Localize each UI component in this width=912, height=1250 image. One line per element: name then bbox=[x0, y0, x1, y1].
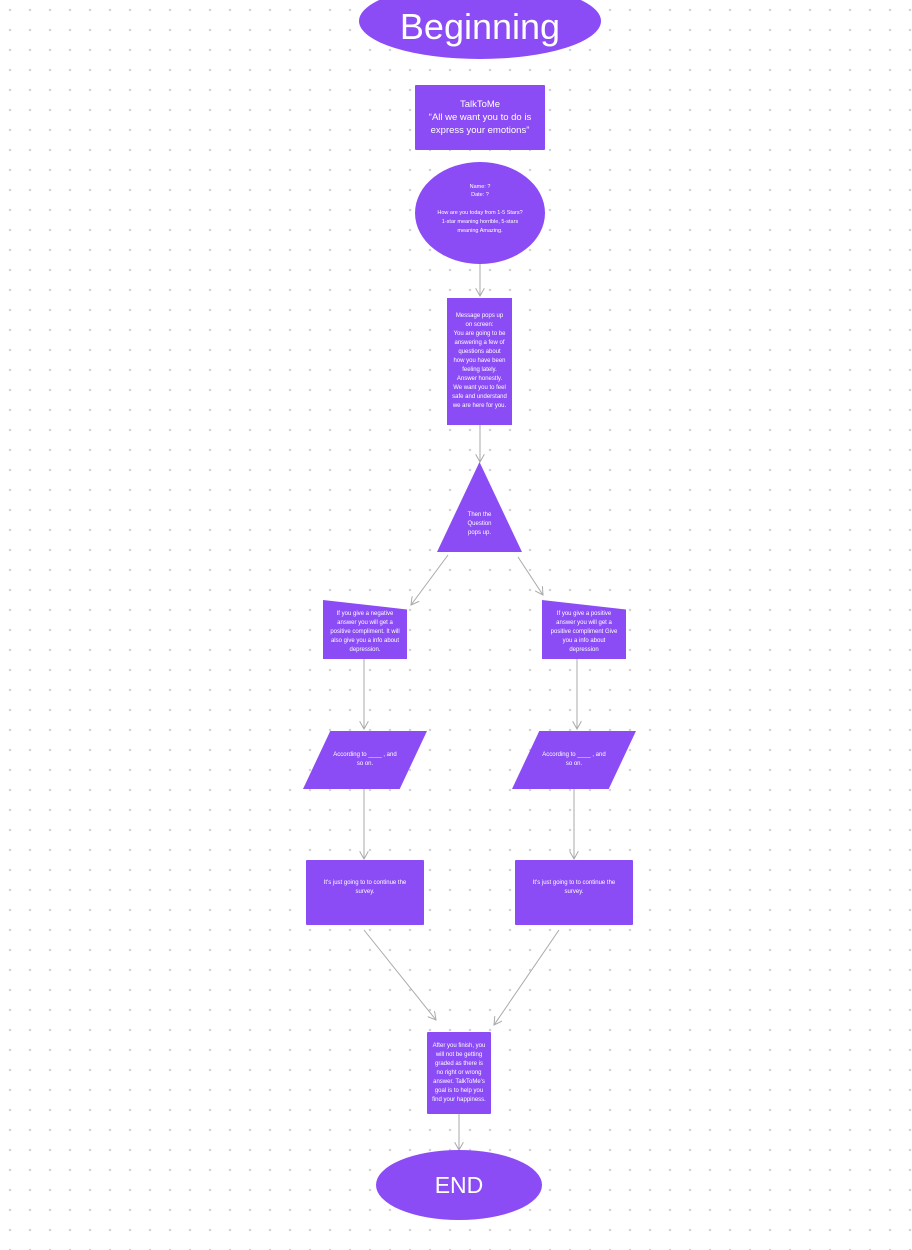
continue-left-label: It's just going to to continue the surve… bbox=[323, 879, 407, 895]
beginning-terminal: Beginning bbox=[359, 0, 601, 59]
according-right-label: According to ____ , and so on. bbox=[542, 752, 606, 767]
continue-left-box: It's just going to to continue the surve… bbox=[306, 860, 424, 925]
intro-box: TalkToMe “All we want you to do is expre… bbox=[415, 85, 545, 150]
end-label: END bbox=[434, 1171, 484, 1198]
connector-question-to-negative bbox=[411, 554, 449, 605]
finish-box: After you finish, you will not be gettin… bbox=[427, 1032, 491, 1114]
info-label: Name: ? Date: ? How are you today from 1… bbox=[437, 183, 523, 234]
intro-label: TalkToMe “All we want you to do is expre… bbox=[428, 99, 532, 136]
negative-answer-label: If you give a negative answer you will g… bbox=[330, 611, 400, 653]
message-box: Message pops up on screen: You are going… bbox=[447, 298, 512, 425]
info-oval: Name: ? Date: ? How are you today from 1… bbox=[415, 162, 545, 264]
question-label: Then the Question pops up. bbox=[467, 512, 492, 536]
connector-continue-left-to-finish bbox=[363, 929, 436, 1020]
according-left-label: According to ____ , and so on. bbox=[333, 752, 397, 767]
connector-continue-right-to-finish bbox=[494, 929, 560, 1025]
continue-right-box: It's just going to to continue the surve… bbox=[515, 860, 633, 925]
positive-answer-box: If you give a positive answer you will g… bbox=[542, 600, 626, 659]
message-label: Message pops up on screen: You are going… bbox=[452, 313, 507, 409]
connector-question-to-positive bbox=[517, 556, 543, 595]
negative-answer-box: If you give a negative answer you will g… bbox=[323, 600, 407, 659]
end-terminal: END bbox=[376, 1150, 542, 1220]
finish-label: After you finish, you will not be gettin… bbox=[432, 1042, 486, 1103]
positive-answer-label: If you give a positive answer you will g… bbox=[550, 611, 618, 653]
continue-right-label: It's just going to to continue the surve… bbox=[532, 879, 616, 895]
beginning-label: Beginning bbox=[399, 6, 561, 47]
